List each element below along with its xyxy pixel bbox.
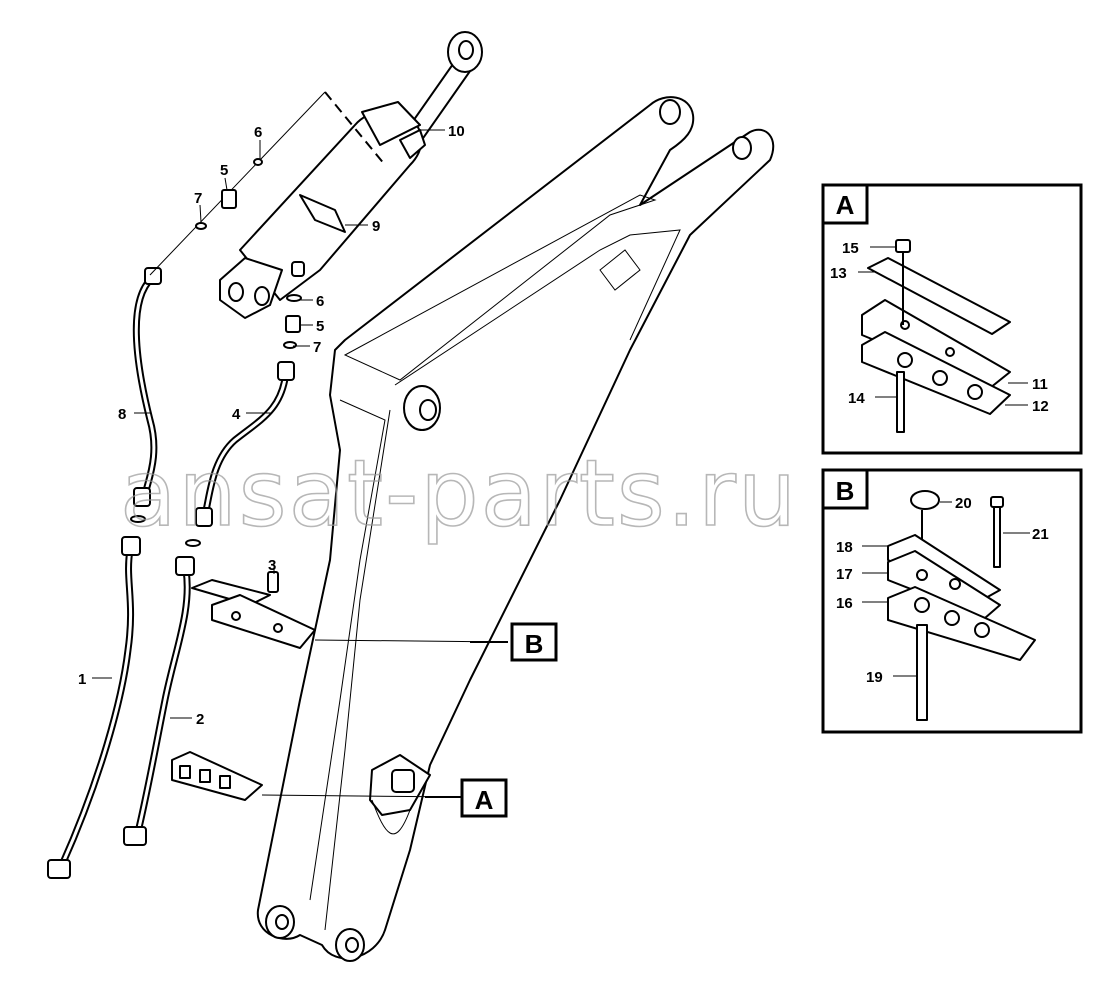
callout-2: 2 bbox=[196, 711, 204, 728]
inset-b-title: B bbox=[836, 476, 855, 506]
callout-4: 4 bbox=[232, 406, 241, 423]
boom-arm bbox=[256, 96, 775, 962]
callout-18: 18 bbox=[836, 539, 853, 556]
detail-ref-a-label: A bbox=[475, 785, 494, 815]
callout-10: 10 bbox=[448, 123, 465, 140]
inset-b: B bbox=[821, 468, 1083, 734]
callout-16: 16 bbox=[836, 595, 853, 612]
callout-12: 12 bbox=[1032, 398, 1049, 415]
clamp-b-main bbox=[191, 571, 316, 649]
hose-2 bbox=[123, 556, 195, 846]
hose-8 bbox=[132, 267, 162, 507]
callout-17: 17 bbox=[836, 566, 853, 583]
callout-1: 1 bbox=[78, 671, 86, 688]
callout-21: 21 bbox=[1032, 526, 1049, 543]
callout-7a: 7 bbox=[194, 190, 202, 207]
detail-ref-b: B bbox=[510, 622, 558, 662]
callout-15: 15 bbox=[842, 240, 859, 257]
hose-1 bbox=[47, 536, 141, 879]
callout-5a: 5 bbox=[220, 162, 228, 179]
clamp-a-main bbox=[171, 751, 263, 801]
callouts: 10 9 6 5 7 6 5 7 8 4 3 1 2 15 13 14 11 1… bbox=[78, 123, 1049, 728]
callout-14: 14 bbox=[848, 390, 865, 407]
inset-a-title: A bbox=[836, 190, 855, 220]
callout-20: 20 bbox=[955, 495, 972, 512]
hose-4 bbox=[195, 361, 295, 527]
detail-ref-a: A bbox=[460, 778, 508, 818]
callout-3: 3 bbox=[268, 557, 276, 574]
watermark: ansat-parts.ru bbox=[120, 440, 798, 547]
detail-ref-b-label: B bbox=[525, 629, 544, 659]
callout-7b: 7 bbox=[313, 339, 321, 356]
callout-5b: 5 bbox=[316, 318, 324, 335]
leader-lines bbox=[92, 129, 509, 798]
callout-6b: 6 bbox=[316, 293, 324, 310]
fittings bbox=[130, 91, 386, 547]
callout-8: 8 bbox=[118, 406, 126, 423]
callout-11: 11 bbox=[1032, 376, 1048, 393]
hydraulic-cylinder bbox=[219, 31, 483, 319]
callout-13: 13 bbox=[830, 265, 847, 282]
callout-6a: 6 bbox=[254, 124, 262, 141]
callout-9: 9 bbox=[372, 218, 380, 235]
inset-a: A bbox=[821, 183, 1083, 455]
callout-19: 19 bbox=[866, 669, 883, 686]
